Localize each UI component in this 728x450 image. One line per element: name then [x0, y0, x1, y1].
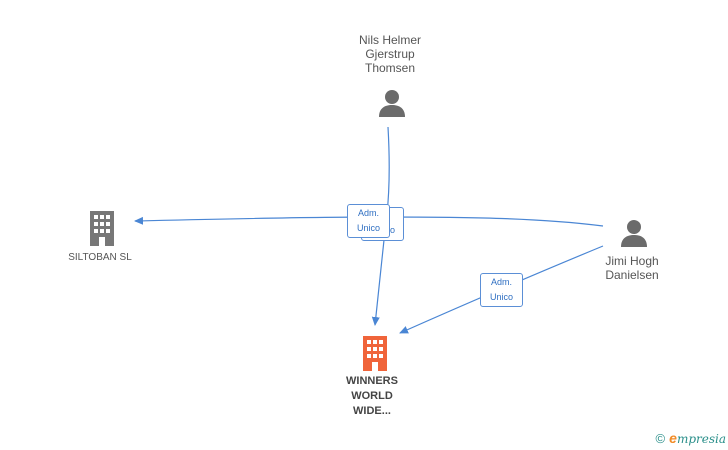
node-label-line: Danielsen — [605, 268, 659, 282]
badge-line: Adm. — [357, 208, 379, 218]
relation-badge-adm-unico[interactable]: Adm. Unico — [480, 273, 523, 307]
node-label-line: WINNERS — [346, 375, 398, 387]
brand-logo-e: e — [669, 430, 677, 446]
person-icon[interactable] — [377, 88, 407, 118]
relation-badge-adm-unico[interactable]: Adm. Unico — [347, 204, 390, 238]
node-label-line: Gjerstrup — [365, 47, 415, 61]
node-label-line: Nils Helmer — [358, 33, 421, 47]
node-label-line: Thomsen — [364, 61, 416, 75]
node-label-line: Jimi Hogh — [605, 254, 659, 268]
badge-line: Unico — [489, 292, 513, 302]
node-label-line: WIDE... — [353, 405, 391, 417]
building-icon[interactable] — [359, 335, 391, 371]
node-label-siltoban[interactable]: SILTOBAN SL — [68, 252, 132, 263]
node-label-line: WORLD — [351, 390, 393, 402]
person-icon[interactable] — [619, 218, 649, 248]
building-icon[interactable] — [86, 210, 118, 246]
badge-line: Unico — [356, 223, 380, 233]
badge-fragment: o — [389, 225, 395, 235]
brand-logo: empresia — [669, 430, 726, 446]
brand-footer[interactable]: © empresia — [656, 430, 726, 446]
node-label-nils[interactable]: Nils Helmer Gjerstrup Thomsen — [340, 33, 440, 75]
brand-logo-text: mpresia — [676, 432, 726, 446]
badge-line: Adm. — [490, 277, 512, 287]
copyright-icon: © — [655, 430, 666, 446]
node-label-winners[interactable]: WINNERS WORLD WIDE... — [327, 374, 417, 419]
node-label-jimi[interactable]: Jimi Hogh Danielsen — [587, 254, 677, 282]
